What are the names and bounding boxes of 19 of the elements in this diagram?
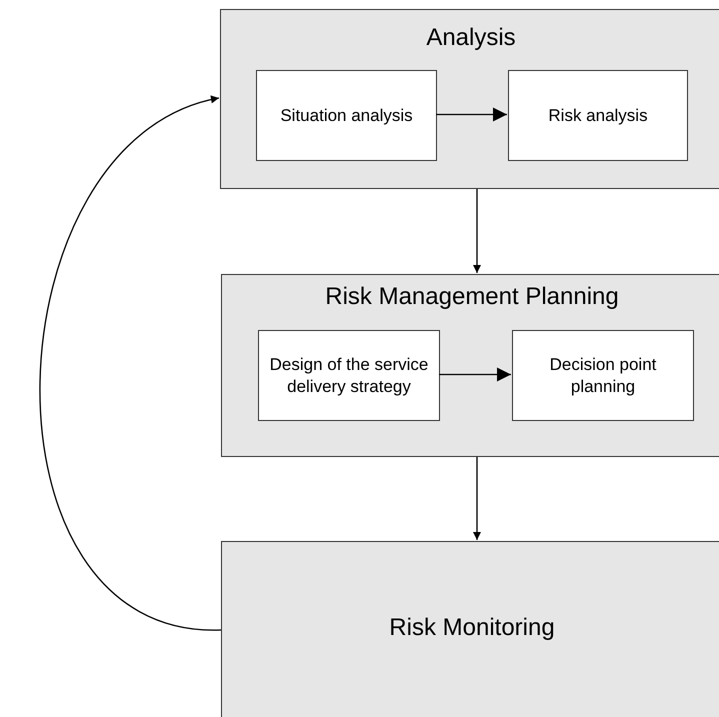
arrow <box>473 189 481 273</box>
group-panel <box>221 274 719 457</box>
process-box <box>256 70 437 161</box>
group-panel <box>221 541 719 717</box>
arrow <box>473 457 481 540</box>
process-box <box>512 330 694 421</box>
group-panel <box>220 9 719 189</box>
panel-heading: Risk Management Planning <box>324 283 620 311</box>
arrow <box>40 96 222 631</box>
arrow <box>439 368 511 382</box>
process-box <box>508 70 688 161</box>
box-label: Risk analysis <box>548 104 648 126</box>
box-label: Situation analysis <box>280 104 413 126</box>
panel-heading: Risk Monitoring <box>388 614 556 642</box>
box-label: Decision point planning <box>548 354 658 397</box>
process-box <box>258 330 440 421</box>
arrow <box>436 108 507 122</box>
panel-heading: Analysis <box>425 24 517 52</box>
box-label: Design of the service delivery strategy <box>268 354 430 397</box>
